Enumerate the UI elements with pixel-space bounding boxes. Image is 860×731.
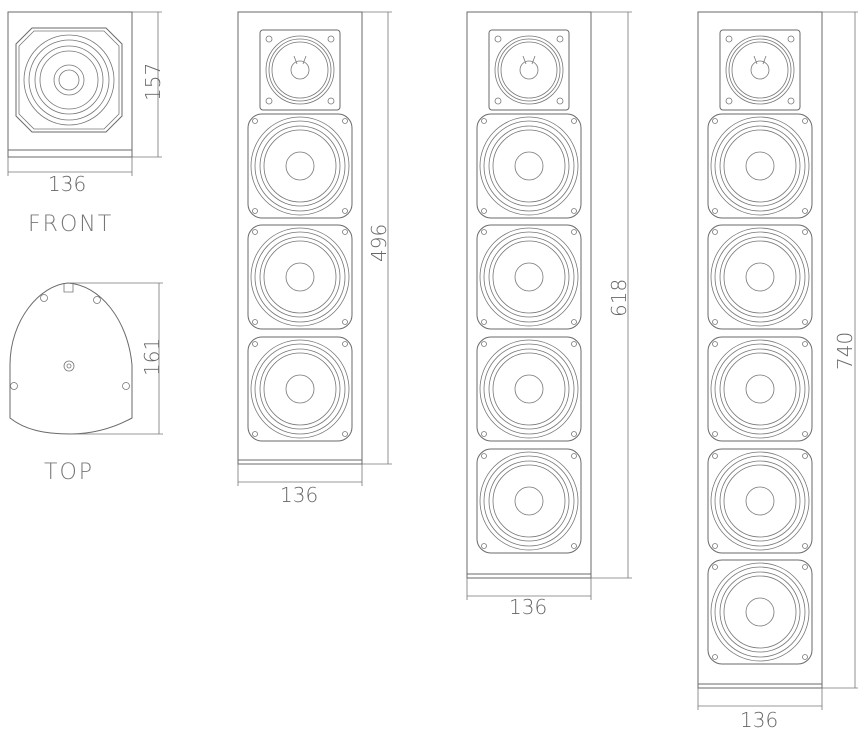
woofer [247,224,353,330]
woofer [476,336,582,442]
col3-height-label: 740 [833,332,857,370]
tweeter [259,29,341,111]
col2-width-label: 136 [509,595,547,619]
front-view-label: FRONT [28,212,113,237]
woofer [707,224,813,330]
col1-height-label: 496 [367,224,391,262]
tweeter [719,29,801,111]
woofer [247,113,353,219]
column-speaker-496: 136 496 [237,11,392,507]
woofer [476,448,582,554]
sub-width-label: 136 [48,172,86,196]
col2-height-label: 618 [607,279,631,317]
woofer [707,336,813,442]
col3-width-label: 136 [740,708,778,731]
top-view-label: TOP [44,460,94,485]
woofer [476,224,582,330]
column-speaker-618: 136 618 [466,11,632,619]
woofer [707,559,813,665]
col1-width-label: 136 [280,483,318,507]
subwoofer-front-view: 136 157 FRONT [7,11,165,237]
woofer [707,113,813,219]
woofer [247,336,353,442]
top-depth-label: 161 [140,338,164,376]
woofer [476,113,582,219]
woofer [707,448,813,554]
column-speaker-740: 136 740 [697,11,858,731]
sub-height-label: 157 [141,63,165,101]
tweeter [488,29,570,111]
top-view: 161 TOP [9,282,164,485]
